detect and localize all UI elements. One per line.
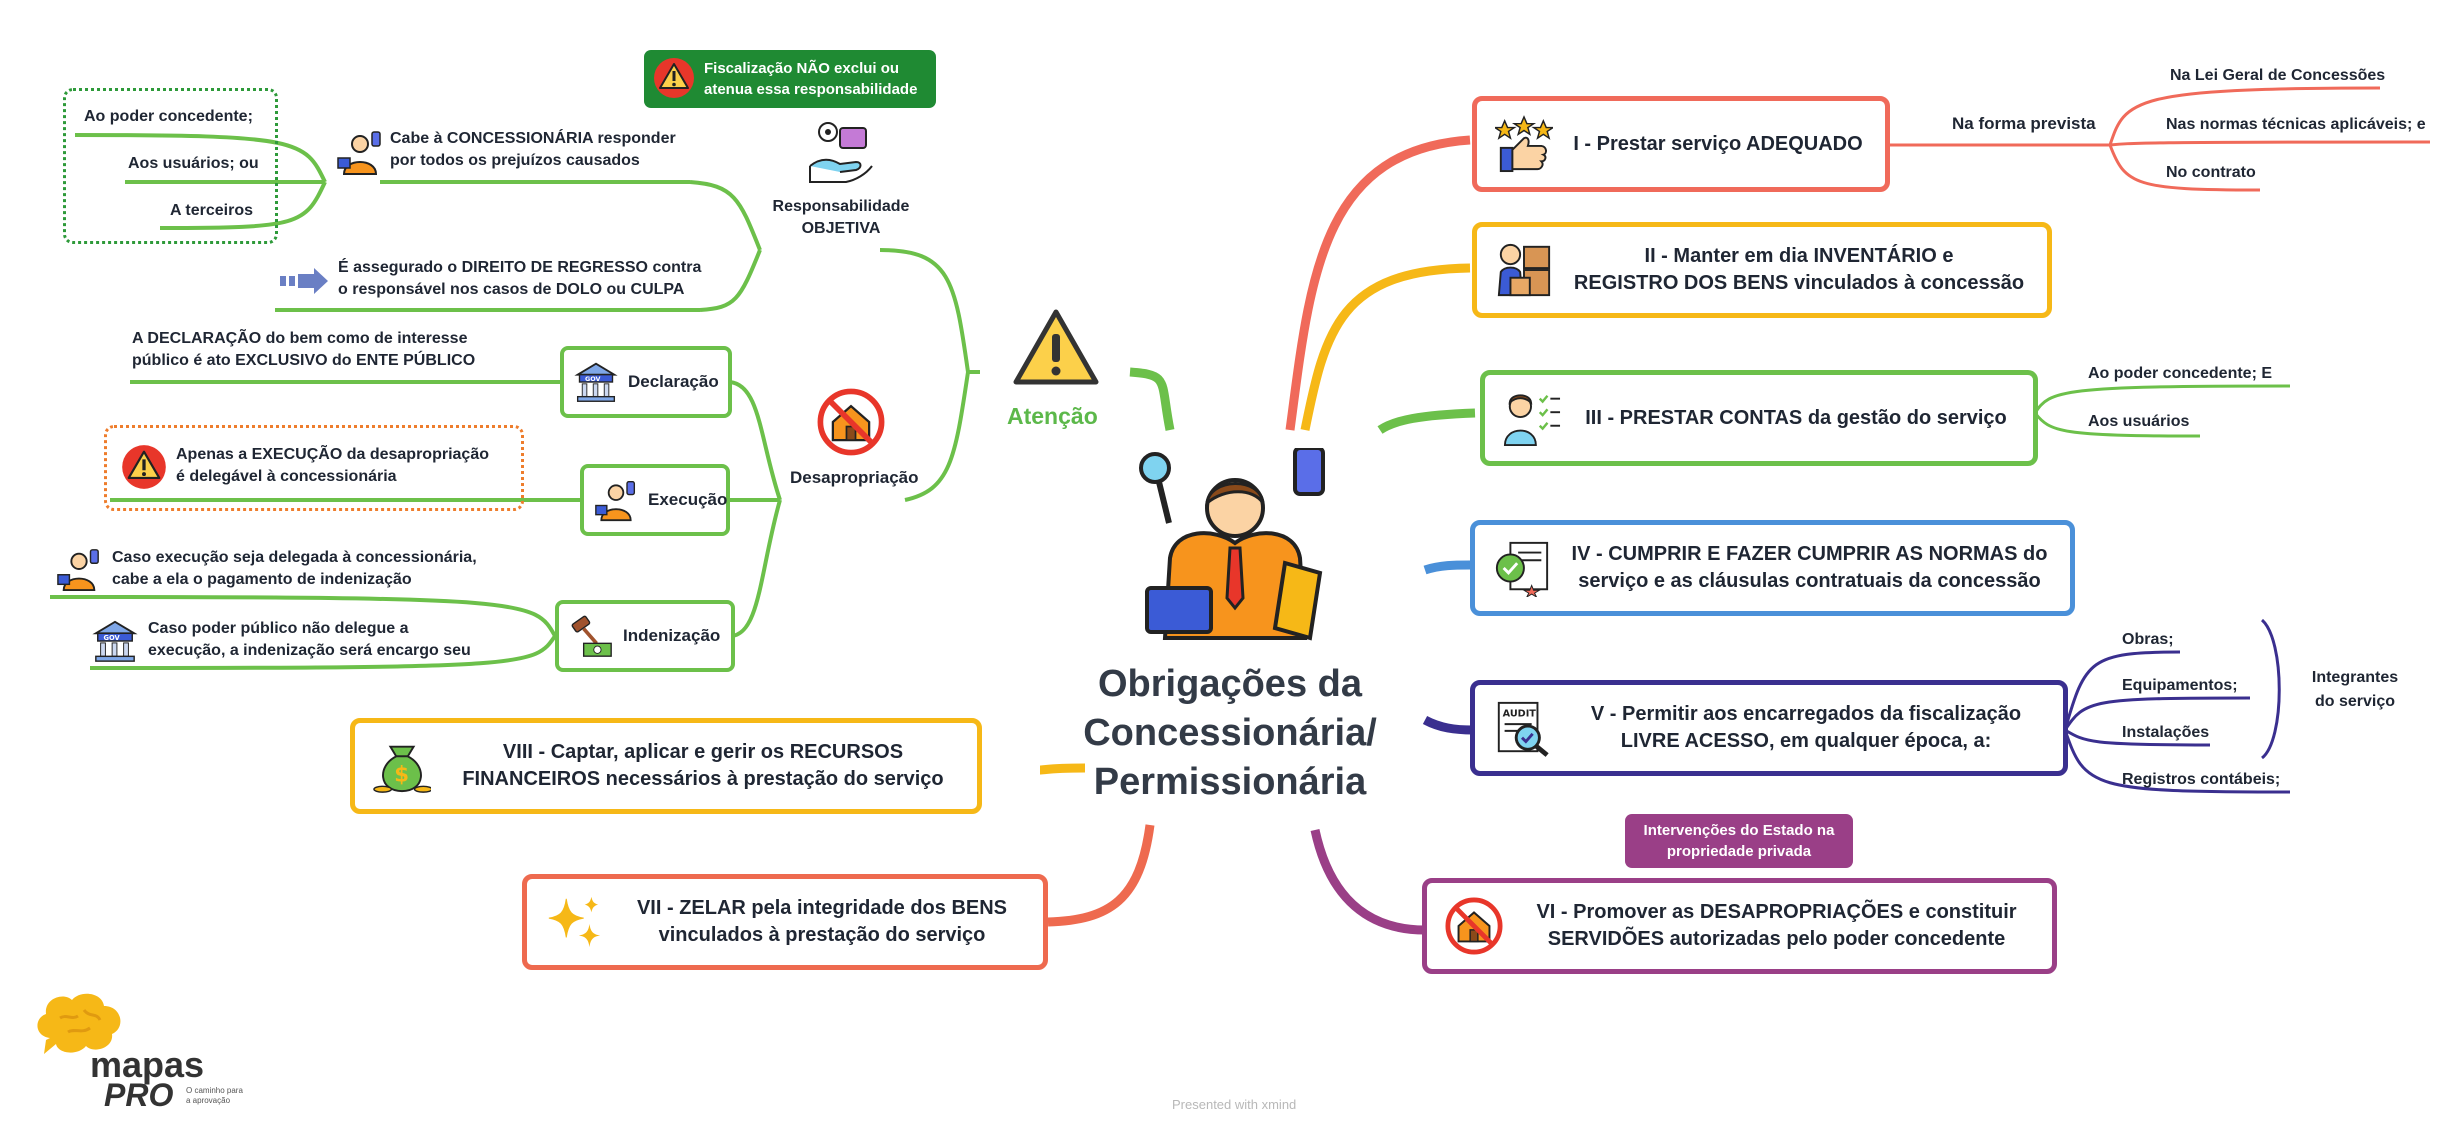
no-house-icon [817,388,885,456]
node-execucao[interactable]: Execução [580,464,730,536]
topic-v-item-equipamentos: Equipamentos; [2122,677,2238,694]
government-building-icon: GOV [574,362,618,402]
busy-person-icon [57,549,99,592]
execucao-note-box [104,425,524,511]
brain-logo-icon [37,993,121,1054]
target-poder-concedente: Ao poder concedente; [84,108,253,125]
busy-person-icon [337,131,381,175]
arrow-right-icon [280,268,328,294]
targets-group [63,88,278,244]
svg-text:GOV: GOV [585,375,601,383]
topic-v-item-registros: Registros contábeis; [2122,771,2281,788]
topic-iii-text: III - PRESTAR CONTAS da gestão do serviç… [1585,406,2007,429]
no-house-icon [1445,897,1503,955]
topic-i-text: I - Prestar serviço ADEQUADO [1573,132,1863,155]
topic-iii-item-2: Aos usuários [2088,413,2190,430]
central-topic-title: Obrigações da Concessionária/ Permission… [1083,663,1377,803]
execucao-label: Execução [648,490,728,509]
topic-v-item-obras: Obras; [2122,631,2174,648]
svg-text:$: $ [394,762,409,787]
inventory-boxes-icon [1497,243,1551,297]
svg-text:GOV: GOV [104,634,121,642]
topic-i-item-2: Nas normas técnicas aplicáveis; e [2166,116,2426,133]
topic-v-text: V - Permitir aos encarregados da fiscali… [1590,703,2022,752]
footer-presented-with: Presented with xmind [1172,1097,1297,1112]
thumbs-up-stars-icon [1495,115,1553,173]
node-declaracao[interactable]: GOV Declaração [560,346,732,418]
topic-vi-desapropriacoes[interactable]: VI - Promover as DESAPROPRIAÇÕES e const… [1422,878,2057,974]
topic-v-livre-acesso[interactable]: AUDIT V - Permitir aos encarregados da f… [1470,680,2068,776]
topic-iv-normas[interactable]: IV - CUMPRIR E FAZER CUMPRIR AS NORMAS d… [1470,520,2075,616]
topic-iii-item-1: Ao poder concedente; E [2088,365,2273,382]
topic-viii-text: VIII - Captar, aplicar e gerir os RECURS… [462,741,944,790]
topic-i-item-1: Na Lei Geral de Concessões [2170,67,2386,84]
topic-v-item-instalacoes: Instalações [2122,724,2210,741]
topic-i-servico-adequado[interactable]: I - Prestar serviço ADEQUADO [1472,96,1890,192]
atencao-label: Atenção [1007,403,1098,429]
node-indenizacao[interactable]: Indenização [555,600,735,672]
topic-viii-recursos[interactable]: $ VIII - Captar, aplicar e gerir os RECU… [350,718,982,814]
topic-iv-text: IV - CUMPRIR E FAZER CUMPRIR AS NORMAS d… [1571,543,2048,592]
gavel-money-icon [571,615,612,657]
topic-iii-prestar-contas[interactable]: III - PRESTAR CONTAS da gestão do serviç… [1480,370,2038,466]
indenizacao-label: Indenização [623,626,721,645]
target-usuarios: Aos usuários; ou [128,155,259,172]
certificate-icon [1495,541,1549,597]
audit-icon: AUDIT [1497,701,1549,757]
logo-brand-pro: PRO [104,1077,174,1113]
desapropriacao-label: Desapropriação [790,468,919,487]
indenizacao-note-1: Caso execução seja delegada à concession… [112,549,477,588]
declaracao-label: Declaração [628,372,719,391]
government-building-icon: GOV [92,620,138,662]
logo-brand: mapas [90,1044,205,1085]
topic-vi-text: VI - Promover as DESAPROPRIAÇÕES e const… [1536,901,2017,950]
warning-icon [1013,309,1099,385]
multitasking-person-icon [1139,448,1325,641]
warning-circle-icon [654,58,694,98]
regresso-text: É assegurado o DIREITO DE REGRESSO contr… [338,259,702,298]
warning-circle-icon [122,445,166,489]
target-terceiros: A terceiros [170,202,253,219]
topic-i-item-3: No contrato [2166,164,2256,181]
topic-i-sub-label: Na forma prevista [1952,114,2096,133]
checklist-person-icon [1503,394,1561,447]
hand-gear-icon [809,122,873,183]
money-bag-icon: $ [373,745,431,793]
busy-person-icon [595,480,636,522]
svg-text:AUDIT: AUDIT [1503,708,1537,719]
sparkles-icon [548,896,601,948]
